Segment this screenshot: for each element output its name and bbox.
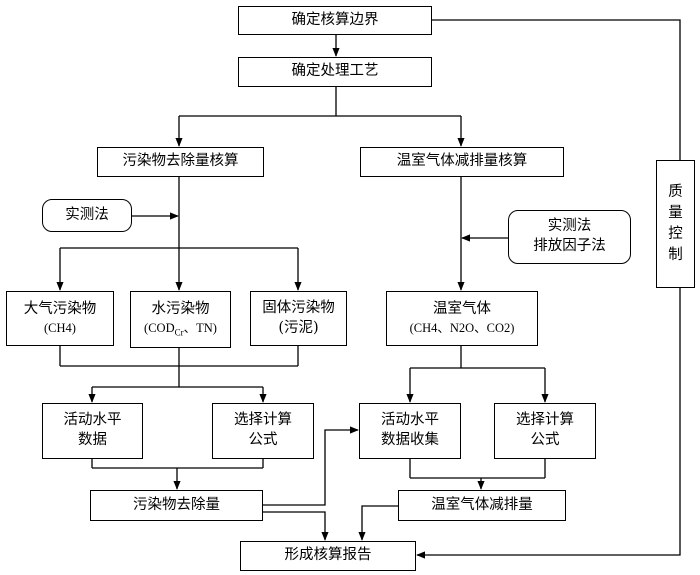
arrow-qc-to-report	[416, 287, 681, 559]
node-formula-right-line2: 公式	[530, 432, 560, 448]
arrow-removal-to-activity-right	[262, 426, 359, 506]
node-formula-right: 选择计算 公式	[494, 403, 596, 459]
node-pollutant-accounting-label: 污染物去除量核算	[122, 153, 239, 170]
node-water-text: 水污染物 (CODCr、TN)	[144, 300, 217, 338]
node-air-line2: (CH4)	[44, 320, 76, 335]
node-measure-right-line2: 排放因子法	[533, 238, 606, 254]
node-activity-right-text: 活动水平 数据收集	[381, 411, 439, 450]
node-activity-left-line2: 数据	[78, 432, 107, 448]
node-measure-left: 实测法	[42, 199, 132, 232]
node-qc-char-1: 质	[668, 183, 683, 200]
arrow-removal-to-report	[262, 511, 329, 541]
node-quality-control: 质 量 控 制	[656, 160, 695, 288]
node-process: 确定处理工艺	[238, 57, 432, 87]
node-ghg-accounting: 温室气体减排量核算	[360, 147, 564, 177]
node-formula-right-line1: 选择计算	[516, 412, 574, 429]
node-formula-left: 选择计算 公式	[212, 403, 314, 459]
node-water-line2: (CODCr、TN)	[144, 320, 217, 339]
node-boundary: 确定核算边界	[238, 6, 432, 35]
node-activity-left-line1: 活动水平	[63, 412, 122, 429]
node-pollutant-removal: 污染物去除量	[90, 490, 263, 521]
arrow-reduction-to-report	[358, 505, 398, 541]
arrow-qc-to-boundary	[416, 16, 681, 160]
node-report-label: 形成核算报告	[284, 547, 372, 564]
node-solid-text: 固体污染物 (污泥)	[262, 299, 335, 338]
node-solid: 固体污染物 (污泥)	[250, 291, 347, 346]
node-air: 大气污染物 (CH4)	[6, 291, 114, 346]
node-air-line1: 大气污染物	[23, 301, 97, 318]
node-ghg-line1: 温室气体	[432, 301, 491, 318]
node-ghg-accounting-label: 温室气体减排量核算	[396, 153, 528, 170]
node-report: 形成核算报告	[240, 541, 416, 571]
node-activity-right-line2: 数据收集	[381, 432, 439, 448]
node-measure-right-line1: 实测法	[547, 218, 592, 235]
node-measure-right-text: 实测法 排放因子法	[533, 217, 606, 256]
node-water: 水污染物 (CODCr、TN)	[130, 291, 231, 348]
node-qc-char-4: 制	[668, 247, 683, 264]
node-formula-right-text: 选择计算 公式	[516, 411, 574, 450]
node-ghg-reduction-label: 温室气体减排量	[431, 496, 533, 513]
node-ghg-reduction: 温室气体减排量	[398, 490, 566, 521]
node-air-text: 大气污染物 (CH4)	[24, 300, 97, 336]
node-formula-left-line1: 选择计算	[234, 412, 292, 429]
node-measure-left-label: 实测法	[65, 206, 109, 223]
node-boundary-label: 确定核算边界	[291, 11, 379, 28]
node-measure-right: 实测法 排放因子法	[508, 210, 631, 264]
node-water-line1: 水污染物	[151, 301, 210, 318]
node-water-line2-a: (COD	[144, 320, 175, 335]
node-ghg-line2: (CH4、N2O、CO2)	[409, 320, 515, 335]
node-formula-left-line2: 公式	[248, 432, 278, 448]
node-process-label: 确定处理工艺	[291, 63, 379, 80]
node-activity-left: 活动水平 数据	[42, 403, 143, 459]
node-solid-line2: (污泥)	[278, 319, 319, 336]
node-pollutant-accounting: 污染物去除量核算	[97, 147, 264, 177]
node-ghg-text: 温室气体 (CH4、N2O、CO2)	[410, 300, 515, 336]
node-activity-right-line1: 活动水平	[381, 412, 439, 429]
node-qc-char-2: 量	[668, 204, 683, 221]
node-water-line2-sub: Cr	[174, 327, 184, 338]
node-pollutant-removal-label: 污染物去除量	[133, 496, 220, 513]
node-ghg: 温室气体 (CH4、N2O、CO2)	[386, 291, 538, 346]
node-qc-char-3: 控	[668, 226, 683, 242]
node-water-line2-b: 、TN)	[183, 320, 217, 335]
node-solid-line1: 固体污染物	[262, 299, 335, 316]
node-activity-left-text: 活动水平 数据	[64, 411, 122, 450]
node-activity-right: 活动水平 数据收集	[359, 403, 461, 459]
node-formula-left-text: 选择计算 公式	[234, 411, 292, 450]
